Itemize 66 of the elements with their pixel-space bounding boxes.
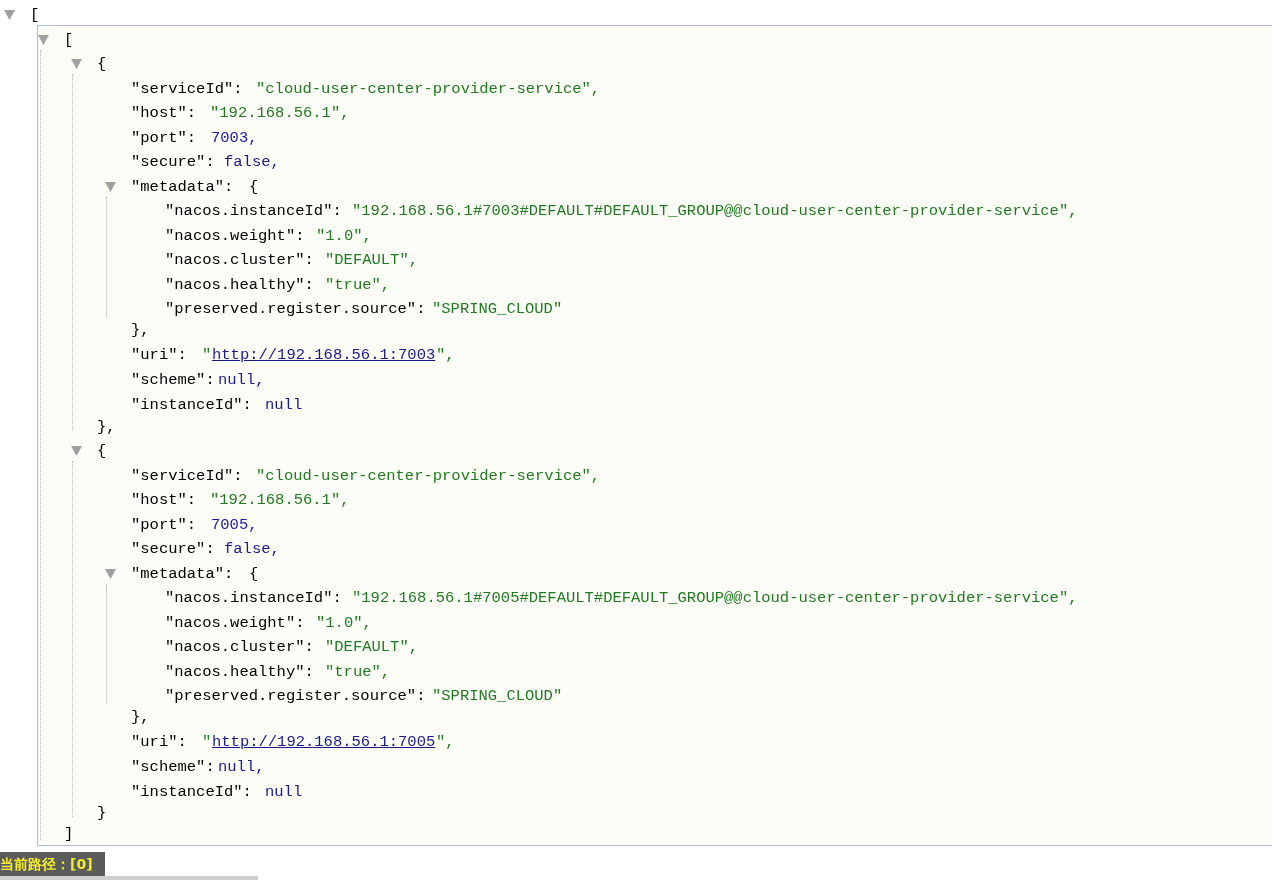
json-key: "port": bbox=[131, 515, 197, 535]
json-value: "1.0", bbox=[316, 226, 372, 246]
json-key: "nacos.weight": bbox=[165, 226, 305, 246]
json-key: "port": bbox=[131, 128, 197, 148]
json-value: "192.168.56.1#7003#DEFAULT#DEFAULT_GROUP@@cloud-user-center-provider-service", bbox=[352, 201, 1078, 221]
json-value: "DEFAULT", bbox=[325, 250, 418, 270]
json-key: "instanceId": bbox=[131, 782, 252, 802]
json-key: "nacos.healthy": bbox=[165, 275, 314, 295]
json-key: "nacos.instanceId": bbox=[165, 201, 342, 221]
bracket: }, bbox=[131, 320, 150, 340]
bracket: { bbox=[97, 441, 107, 461]
json-key: "nacos.healthy": bbox=[165, 662, 314, 682]
bracket: [ bbox=[64, 30, 74, 50]
json-key: "nacos.instanceId": bbox=[165, 588, 342, 608]
json-value: null, bbox=[218, 370, 265, 390]
link: http://192.168.56.1:7005 bbox=[212, 732, 436, 752]
json-key: "metadata": bbox=[131, 564, 234, 584]
json-key: "metadata": bbox=[131, 177, 234, 197]
json-value: "DEFAULT", bbox=[325, 637, 418, 657]
bracket: }, bbox=[131, 707, 150, 727]
path-status-label: 当前路径：[0] bbox=[0, 852, 105, 876]
json-key: "serviceId": bbox=[131, 466, 243, 486]
json-value: " bbox=[202, 345, 212, 365]
json-key: "host": bbox=[131, 490, 197, 510]
json-key: "nacos.cluster": bbox=[165, 250, 314, 270]
json-value: 7005, bbox=[211, 515, 258, 535]
json-value: null bbox=[265, 395, 303, 415]
json-key: "scheme": bbox=[131, 757, 215, 777]
json-value: "1.0", bbox=[316, 613, 372, 633]
json-key: "instanceId": bbox=[131, 395, 252, 415]
json-key: "preserved.register.source": bbox=[165, 686, 426, 706]
json-key: "uri": bbox=[131, 732, 187, 752]
json-key: "nacos.weight": bbox=[165, 613, 305, 633]
json-value: "cloud-user-center-provider-service", bbox=[256, 466, 601, 486]
bracket: { bbox=[249, 564, 259, 584]
json-key: "nacos.cluster": bbox=[165, 637, 314, 657]
json-value: false, bbox=[224, 539, 280, 559]
bracket: { bbox=[97, 54, 107, 74]
json-key: "scheme": bbox=[131, 370, 215, 390]
json-value: "true", bbox=[325, 275, 391, 295]
json-value: "SPRING_CLOUD" bbox=[432, 299, 563, 319]
json-value: false, bbox=[224, 152, 280, 172]
json-value: " bbox=[202, 732, 212, 752]
json-value: ", bbox=[436, 345, 455, 365]
bracket: }, bbox=[97, 417, 116, 437]
json-value: "192.168.56.1", bbox=[210, 490, 350, 510]
json-key: "secure": bbox=[131, 152, 215, 172]
json-value: "192.168.56.1", bbox=[210, 103, 350, 123]
json-key: "uri": bbox=[131, 345, 187, 365]
json-value: null bbox=[265, 782, 303, 802]
json-key: "host": bbox=[131, 103, 197, 123]
bracket: } bbox=[97, 803, 107, 823]
json-value: "SPRING_CLOUD" bbox=[432, 686, 563, 706]
bracket: ] bbox=[64, 824, 74, 844]
json-value: 7003, bbox=[211, 128, 258, 148]
json-value: "true", bbox=[325, 662, 391, 682]
bracket: { bbox=[249, 177, 259, 197]
json-value: ", bbox=[436, 732, 455, 752]
bracket: [ bbox=[30, 5, 40, 25]
link: http://192.168.56.1:7003 bbox=[212, 345, 436, 365]
json-value: "192.168.56.1#7005#DEFAULT#DEFAULT_GROUP@@cloud-user-center-provider-service", bbox=[352, 588, 1078, 608]
json-key: "serviceId": bbox=[131, 79, 243, 99]
json-key: "preserved.register.source": bbox=[165, 299, 426, 319]
json-value: "cloud-user-center-provider-service", bbox=[256, 79, 601, 99]
json-value: null, bbox=[218, 757, 265, 777]
json-key: "secure": bbox=[131, 539, 215, 559]
